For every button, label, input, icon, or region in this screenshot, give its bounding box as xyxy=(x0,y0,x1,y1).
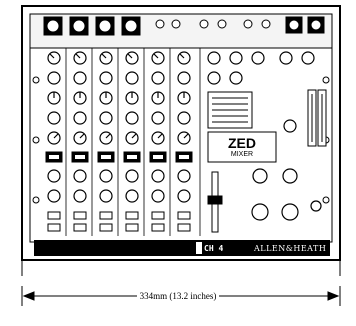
model-strip-label: ALLEN&HEATH xyxy=(254,244,327,253)
master-xlr-outputs xyxy=(285,16,325,34)
dimension-label-text: 334mm (13.2 inches) xyxy=(136,291,220,301)
xlr-input-jacks xyxy=(43,16,141,36)
channel-button-caps xyxy=(49,155,189,159)
master-label-lines xyxy=(212,97,248,123)
channel-mark: CH 4 xyxy=(204,244,224,253)
chassis-feet xyxy=(21,260,341,276)
jack-sockets xyxy=(155,19,271,29)
channel-strip-dividers xyxy=(65,48,201,236)
master-section-knobs xyxy=(207,51,322,221)
bottom-black-strip xyxy=(34,240,330,256)
knob-pointers xyxy=(49,53,189,139)
brand-subtitle: MIXER xyxy=(230,151,254,158)
bottom-strip-white-block xyxy=(196,242,202,254)
brand-plate xyxy=(207,131,277,163)
master-fader xyxy=(207,171,223,233)
channel-small-switches xyxy=(47,211,191,232)
level-meters xyxy=(307,89,327,147)
brand-logo-text: ZED xyxy=(228,135,256,151)
dimension-label: 334mm (13.2 inches) xyxy=(0,290,356,302)
